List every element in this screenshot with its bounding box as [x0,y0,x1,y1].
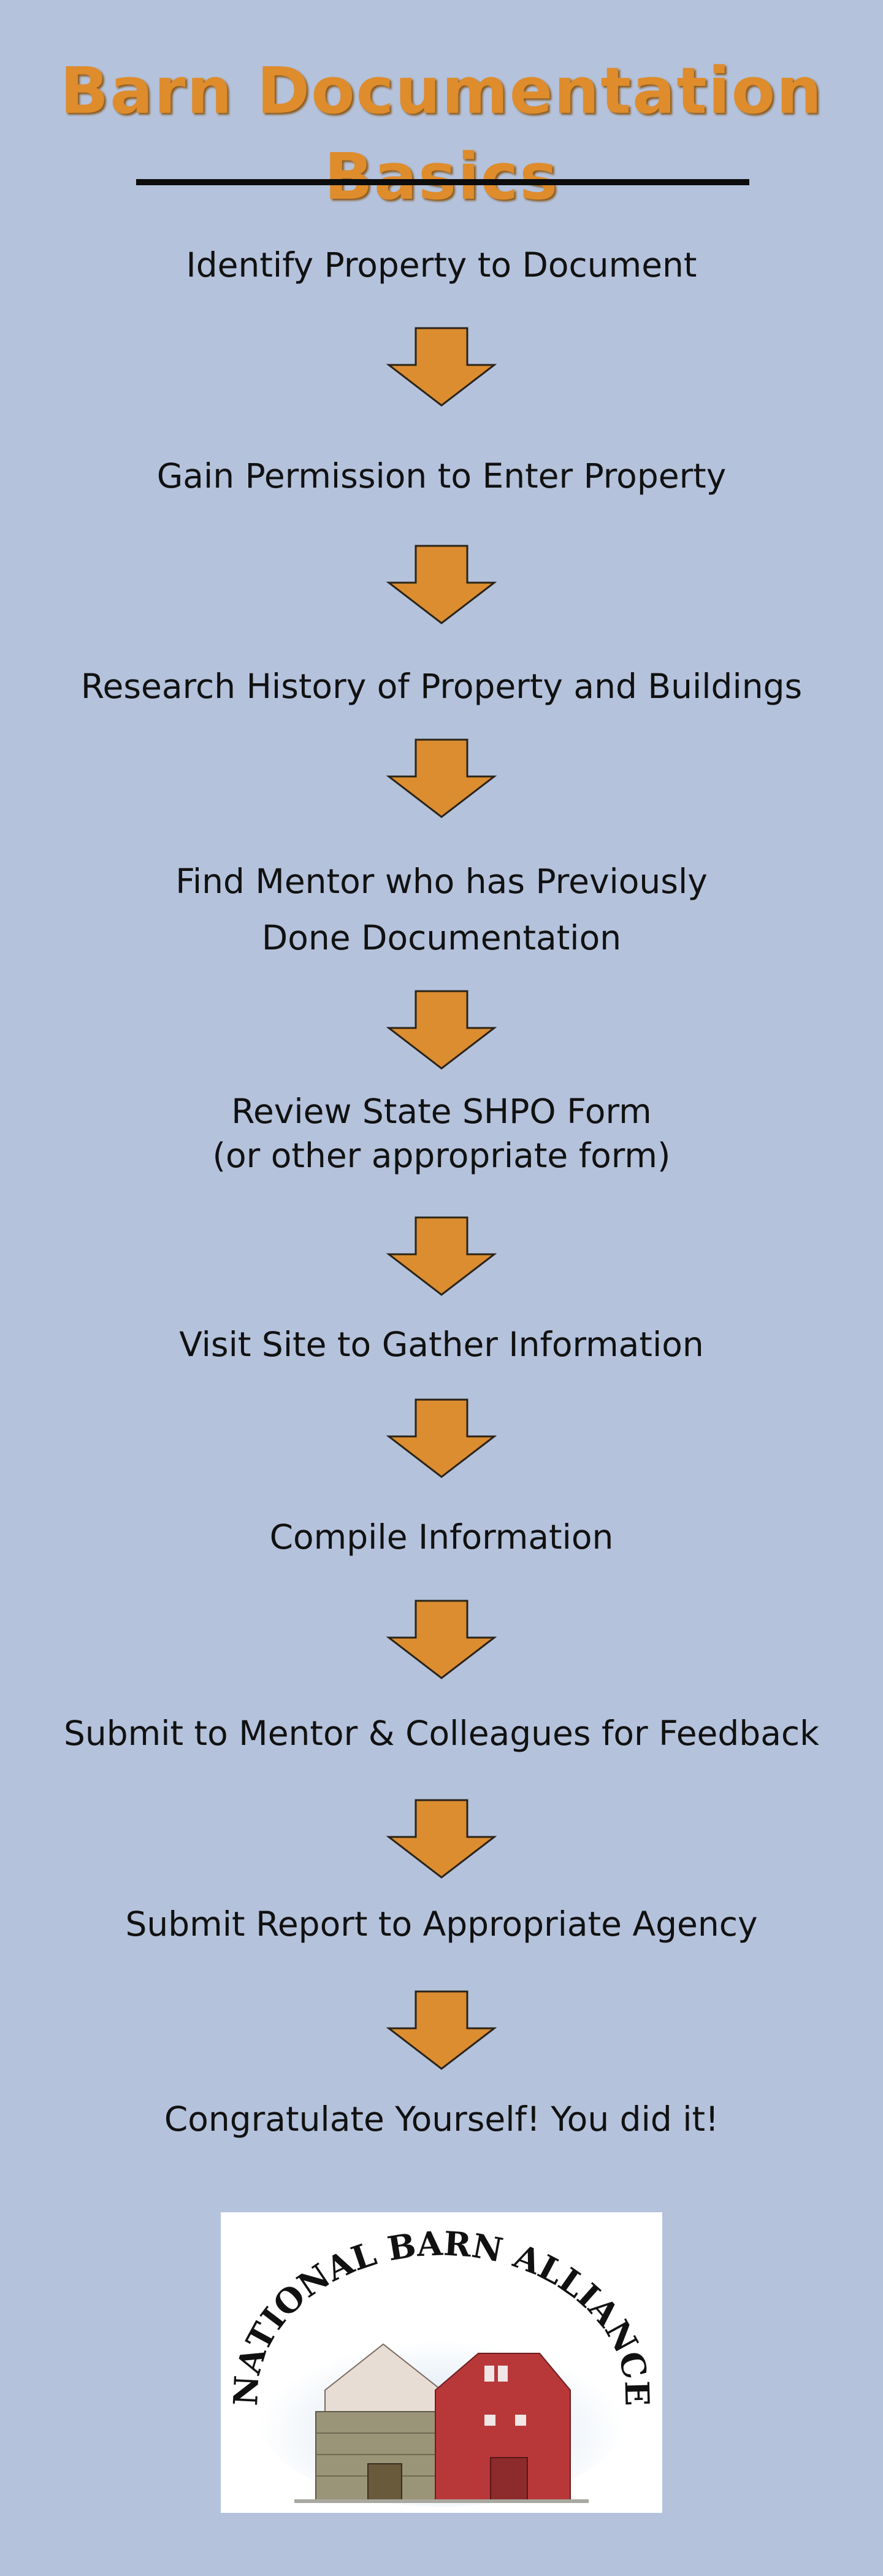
down-arrow-icon [386,1398,497,1478]
step-compile-information: Compile Information [0,1512,883,1562]
step-review-shpo-form: Review State SHPO Form (or other appropr… [0,1089,883,1178]
step-line: Review State SHPO Form [231,1092,652,1131]
down-arrow-icon [386,1600,497,1679]
step-congratulate: Congratulate Yourself! You did it! [0,2095,883,2144]
page-title: Barn Documentation Basics [59,53,824,214]
step-line: Identify Property to Document [186,245,697,285]
down-arrow-icon [386,990,497,1070]
step-line: Done Documentation [261,918,622,957]
national-barn-alliance-logo: NATIONAL BARN ALLIANCE [221,2212,662,2513]
down-arrow-icon [386,1799,497,1879]
down-arrow-icon [386,327,497,407]
step-line: Find Mentor who has Previously [175,862,708,901]
step-line: Research History of Property and Buildin… [80,667,803,706]
down-arrow-icon [386,545,497,624]
title-divider [136,179,749,185]
down-arrow-icon [386,1990,497,2070]
step-line: Gain Permission to Enter Property [156,456,727,496]
step-find-mentor: Find Mentor who has Previously Done Docu… [0,853,883,966]
barn-logo-icon [294,2343,589,2503]
step-line: Submit to Mentor & Colleagues for Feedba… [63,1714,820,1753]
down-arrow-icon [386,1216,497,1296]
step-line: Congratulate Yourself! You did it! [164,2099,719,2139]
step-visit-site: Visit Site to Gather Information [0,1320,883,1369]
down-arrow-icon [386,738,497,818]
step-line: Visit Site to Gather Information [179,1325,704,1364]
step-gain-permission: Gain Permission to Enter Property [0,451,883,500]
step-line: (or other appropriate form) [212,1136,671,1175]
step-line: Submit Report to Appropriate Agency [125,1904,758,1944]
step-line: Compile Information [269,1517,614,1557]
step-submit-report: Submit Report to Appropriate Agency [0,1899,883,1949]
step-research-history: Research History of Property and Buildin… [0,662,883,711]
step-submit-to-mentor: Submit to Mentor & Colleagues for Feedba… [0,1709,883,1758]
step-identify-property: Identify Property to Document [0,240,883,289]
